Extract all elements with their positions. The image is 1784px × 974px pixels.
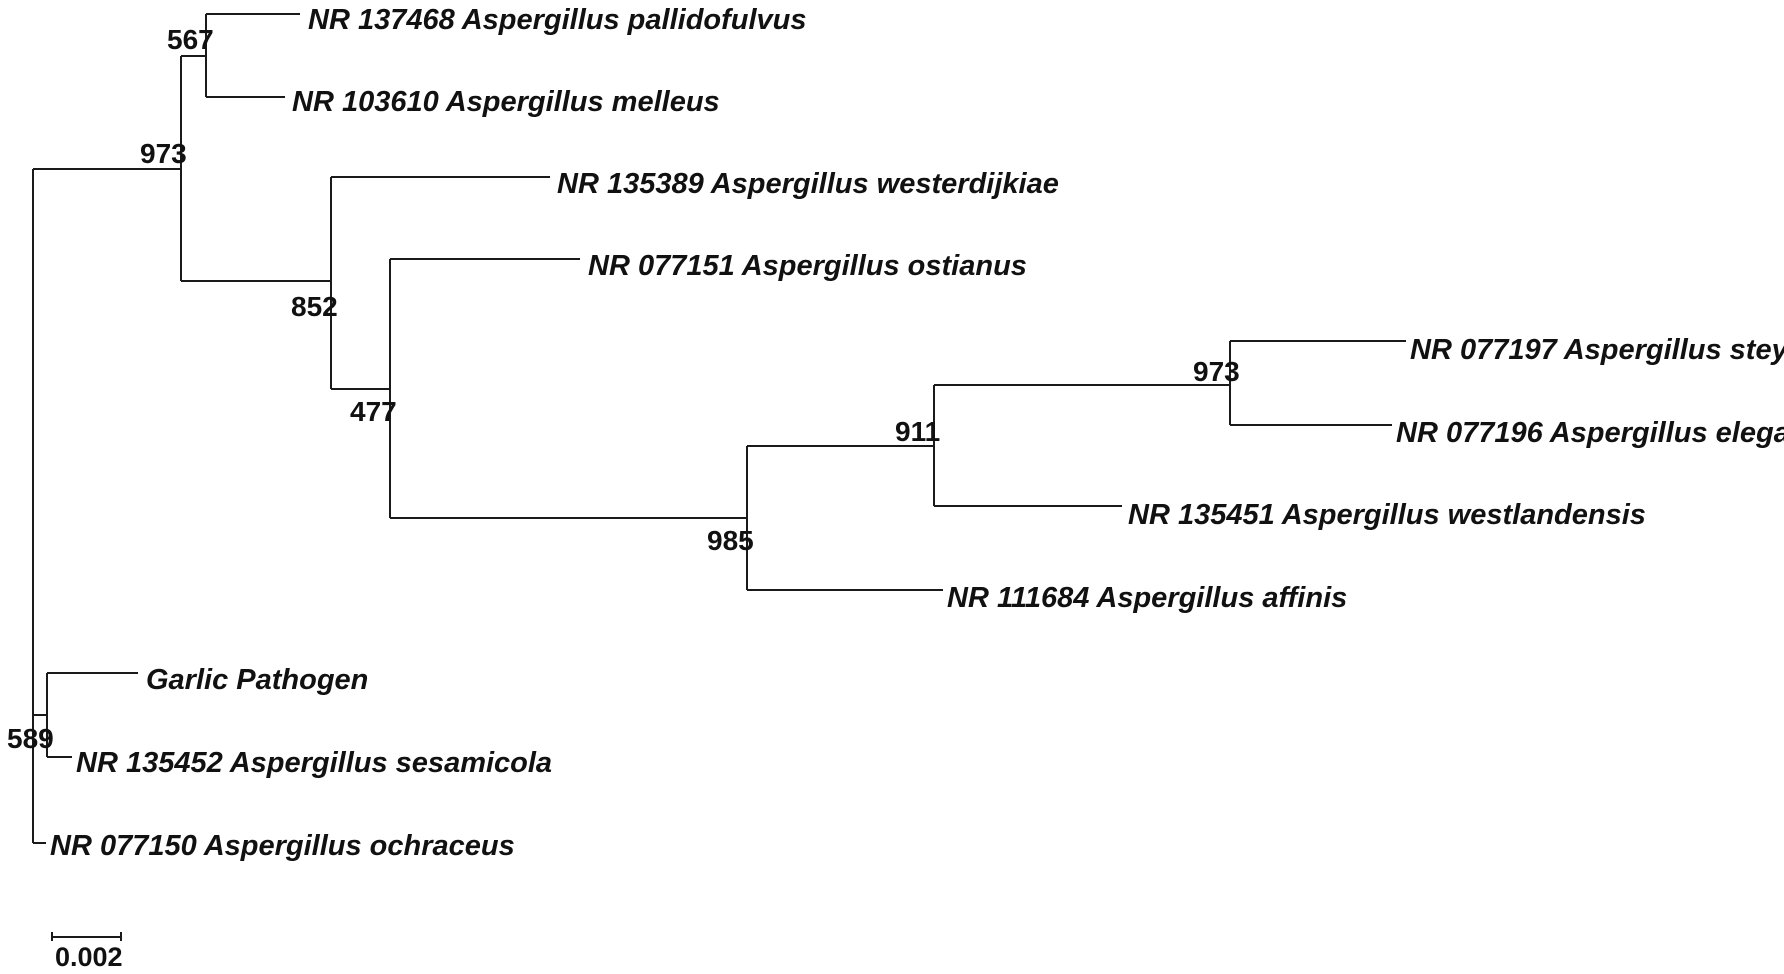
- leaf-label-westlandensis: NR 135451 Aspergillus westlandensis: [1128, 499, 1646, 531]
- leaf-label-steynii: NR 077197 Aspergillus steynii: [1410, 334, 1784, 366]
- leaf-label-melleus: NR 103610 Aspergillus melleus: [292, 86, 720, 118]
- leaf-label-westerdijkiae: NR 135389 Aspergillus westerdijkiae: [557, 168, 1059, 200]
- leaf-label-sesamicola: NR 135452 Aspergillus sesamicola: [76, 747, 552, 779]
- leaf-label-ochraceus: NR 077150 Aspergillus ochraceus: [50, 830, 515, 862]
- tree-branches: [32, 13, 1406, 844]
- bootstrap-value-n567: 567: [167, 24, 214, 55]
- bootstrap-value-n477: 477: [350, 396, 397, 427]
- scale-bar: 0.002: [51, 932, 123, 972]
- bootstrap-value-n973b: 973: [1193, 356, 1240, 387]
- leaf-label-ostianus: NR 077151 Aspergillus ostianus: [588, 250, 1027, 282]
- bootstrap-value-n911: 911: [895, 416, 940, 447]
- bootstrap-value-n589: 589: [7, 723, 54, 754]
- leaf-label-affinis: NR 111684 Aspergillus affinis: [947, 582, 1347, 614]
- leaf-label-pallidofulvus: NR 137468 Aspergillus pallidofulvus: [308, 4, 807, 36]
- leaf-label-garlic-pathogen: Garlic Pathogen: [146, 664, 368, 696]
- leaf-labels: NR 137468 Aspergillus pallidofulvus NR 1…: [50, 4, 1784, 862]
- bootstrap-values: 567 973 852 477 973 911 985 589: [7, 24, 1240, 754]
- bootstrap-value-n973a: 973: [140, 138, 187, 169]
- scale-bar-label: 0.002: [55, 942, 123, 972]
- bootstrap-value-n852: 852: [291, 291, 338, 322]
- bootstrap-value-n985: 985: [707, 525, 754, 556]
- leaf-label-elegans: NR 077196 Aspergillus elegans: [1396, 417, 1784, 449]
